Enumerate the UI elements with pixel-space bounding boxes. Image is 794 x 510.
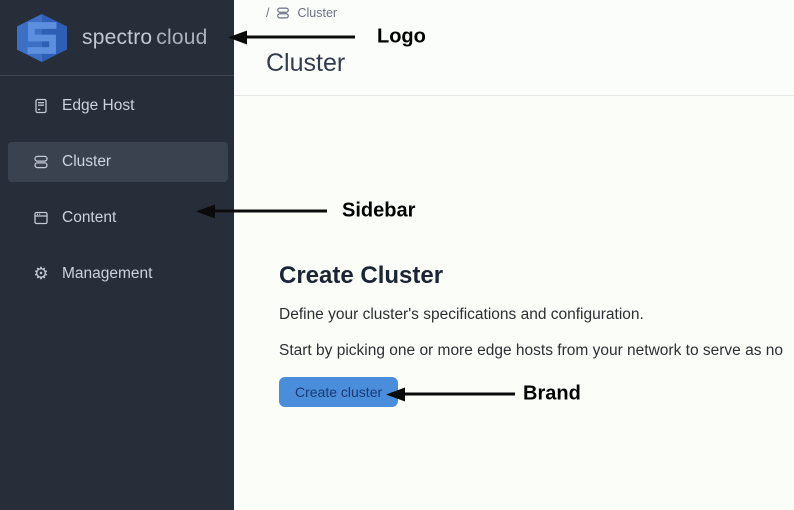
sidebar-item-label: Management: [62, 265, 153, 282]
breadcrumb-separator: /: [266, 6, 270, 20]
breadcrumb[interactable]: / Cluster: [266, 6, 794, 20]
cluster-icon: [33, 154, 49, 170]
gear-icon: ⚙: [33, 264, 49, 283]
sidebar-item-label: Cluster: [62, 153, 112, 170]
sidebar-item-management[interactable]: ⚙ Management: [8, 254, 228, 294]
breadcrumb-current[interactable]: Cluster: [297, 6, 338, 20]
sidebar-item-label: Content: [62, 209, 117, 226]
sidebar-item-cluster[interactable]: Cluster: [8, 142, 228, 182]
sidebar-item-content[interactable]: Content: [8, 198, 228, 238]
brand-name-primary: spectro: [82, 25, 153, 49]
sidebar-item-edge-host[interactable]: Edge Host: [8, 86, 228, 126]
description-line-1: Define your cluster's specifications and…: [279, 306, 644, 323]
create-cluster-button[interactable]: Create cluster: [279, 377, 399, 407]
content-icon: [33, 210, 49, 226]
cluster-icon: [276, 6, 290, 20]
main-area: / Cluster Cluster Create Cluster Define …: [234, 0, 794, 510]
sidebar-item-label: Edge Host: [62, 97, 135, 114]
create-cluster-heading: Create Cluster: [279, 262, 444, 289]
spectro-cloud-logo-icon: [17, 13, 67, 62]
create-cluster-section: Create Cluster Define your cluster's spe…: [234, 96, 794, 407]
brand-name-secondary: cloud: [156, 25, 208, 49]
edge-host-icon: [33, 98, 49, 114]
sidebar-nav: Edge Host Cluster: [0, 76, 234, 310]
page-title: Cluster: [266, 49, 346, 77]
description-line-2: Start by picking one or more edge hosts …: [279, 342, 783, 359]
page-header: / Cluster Cluster: [234, 0, 794, 96]
